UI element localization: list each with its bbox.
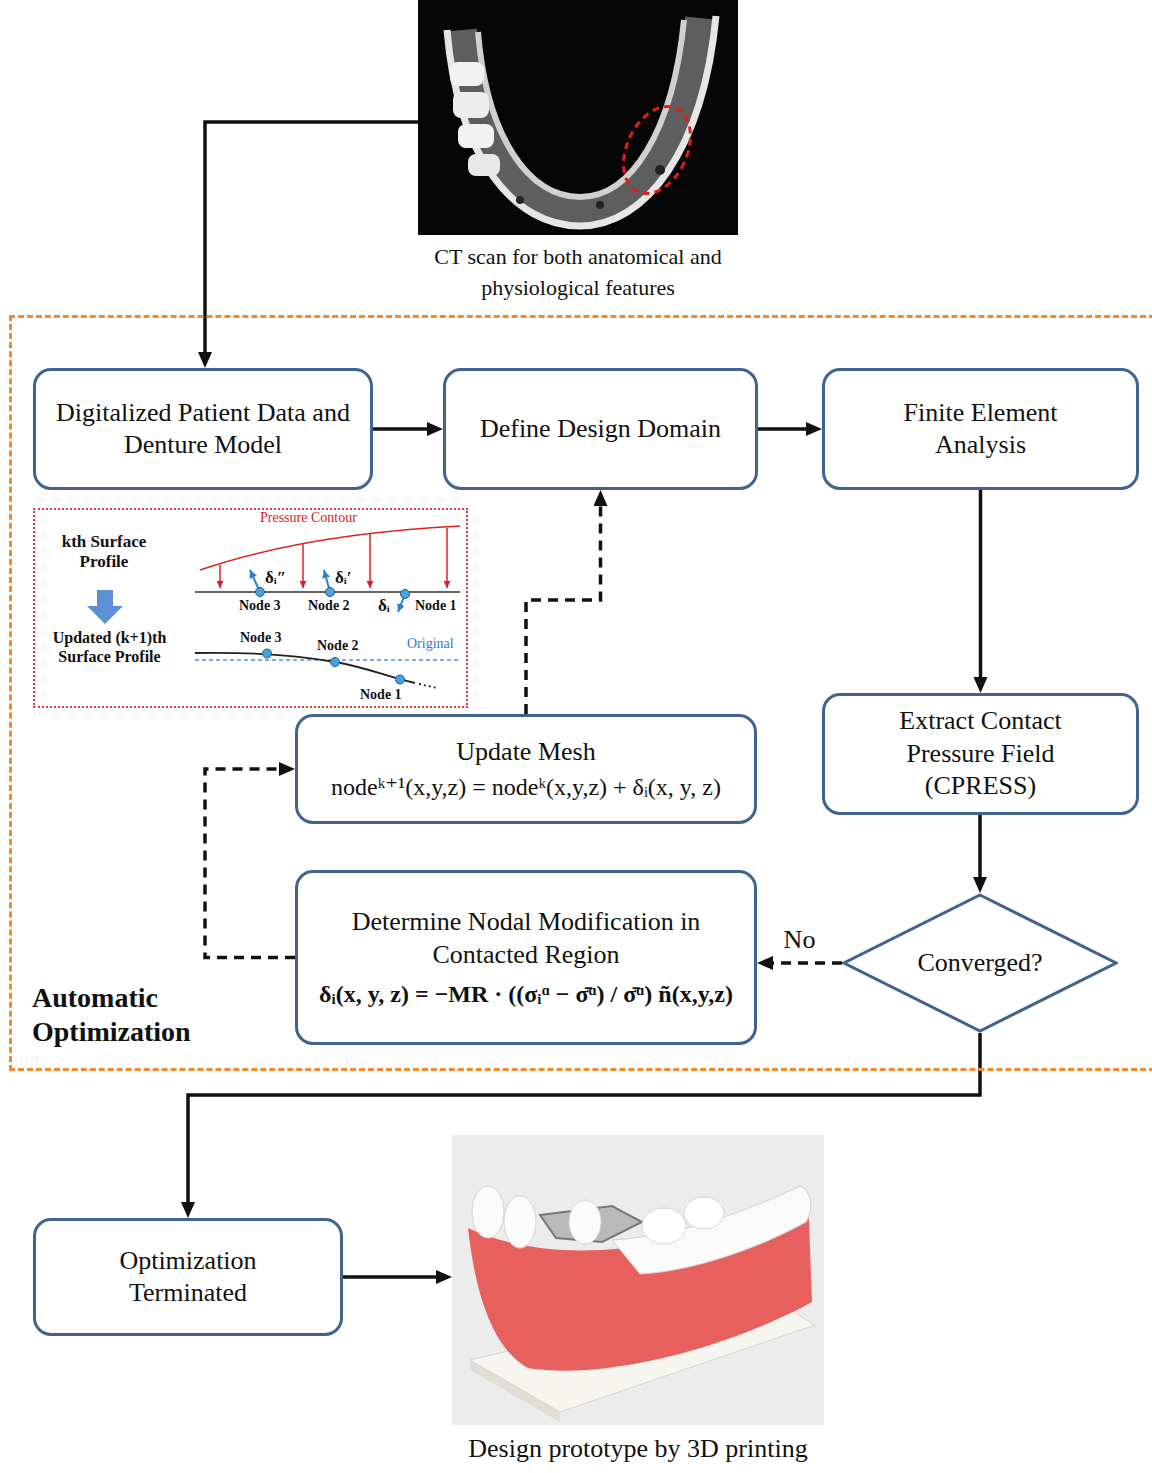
node-name: Node 3 (239, 598, 281, 615)
pressure-label: Pressure Contour (260, 510, 357, 527)
tooth (472, 1186, 504, 1238)
dashed-connector (205, 769, 295, 958)
ct-spot (516, 196, 524, 204)
tooth (569, 1200, 601, 1244)
prototype-figure: Design prototype by 3D printing (452, 1135, 824, 1473)
decision-label: Converged? (917, 947, 1042, 980)
process-box: Determine Nodal Modification in Contacte… (295, 870, 757, 1045)
ct-spot (655, 165, 665, 175)
dashed-connector (765, 961, 842, 965)
offset-label: δᵢ′ (335, 568, 352, 588)
profile-label: kth Surface Profile (39, 532, 169, 573)
pressure-arrow (219, 565, 221, 588)
mesh-node (401, 590, 410, 599)
diamond-shape (844, 895, 1116, 1031)
denture-tooth (684, 1197, 724, 1229)
ct-outer-cortex (447, 16, 716, 226)
process-label: Digitalized Patient Data and Denture Mod… (50, 397, 356, 462)
node-name: Node 3 (240, 630, 282, 647)
original-label: Original (407, 636, 454, 653)
terminal-box: Optimization Terminated (33, 1218, 343, 1336)
node-name: Node 1 (415, 598, 457, 615)
process-label: Determine Nodal Modification in Contacte… (310, 906, 742, 971)
mesh-node (263, 649, 272, 658)
node-name: Node 1 (360, 687, 402, 704)
pressure-arrow (446, 528, 448, 588)
mesh-node (396, 675, 405, 684)
decision-diamond: Converged? (842, 893, 1118, 1033)
process-box: Update Meshnodeᵏ⁺¹(x,y,z) = nodeᵏ(x,y,z)… (295, 714, 757, 824)
edge-label: No (780, 924, 820, 955)
ct-scan-image (418, 0, 738, 235)
ct-tooth (468, 154, 500, 176)
tooth (504, 1196, 536, 1248)
updated-surface-tail (419, 684, 437, 688)
connector-arrow (188, 1033, 980, 1210)
dashed-connector (526, 498, 601, 714)
photo-background (452, 1135, 824, 1425)
denture-base (612, 1186, 811, 1274)
process-box: Define Design Domain (443, 368, 758, 490)
node-name: Node 2 (308, 598, 350, 615)
process-label: Update Mesh (456, 736, 595, 769)
process-label: Define Design Domain (480, 413, 721, 446)
process-label: Extract Contact Pressure Field (CPRESS) (865, 705, 1096, 803)
optimization-region: Automatic Optimization Digitalized Patien… (12, 318, 1152, 1068)
process-box: Extract Contact Pressure Field (CPRESS) (822, 693, 1139, 815)
ct-tooth (450, 62, 484, 86)
mesh-node (256, 588, 265, 597)
connector-arrow (205, 122, 418, 360)
connector-arrow (978, 815, 982, 885)
connector-arrow (343, 1275, 444, 1279)
updated-surface (195, 653, 415, 683)
prototype-photo-image (452, 1135, 824, 1425)
formula: nodeᵏ⁺¹(x,y,z) = nodeᵏ(x,y,z) + δᵢ(x, y,… (331, 772, 721, 802)
ct-region-marker (610, 96, 703, 205)
offset-label: δᵢ″ (265, 568, 286, 588)
offset-label: δᵢ (378, 596, 390, 616)
process-label: Finite Element Analysis (865, 397, 1096, 462)
mesh-node (331, 658, 340, 667)
formula: δᵢ(x, y, z) = −MR · ((σᵢᵅ − σ̄ᵅ) / σ̄ᵅ) … (319, 979, 733, 1009)
figure-caption: CT scan for both anatomical and physiolo… (398, 242, 758, 304)
pressure-arrow (369, 534, 371, 588)
process-label: Optimization Terminated (66, 1245, 310, 1310)
profile-label: Updated (k+1)th Surface Profile (37, 628, 182, 666)
pressure-curve (200, 526, 460, 570)
ct-tooth (453, 92, 489, 118)
connector-arrow (979, 490, 983, 685)
connector-arrow (373, 427, 435, 431)
node-name: Node 2 (317, 638, 359, 655)
mesh-node (326, 588, 335, 597)
ct-scan-figure: CT scan for both anatomical and physiolo… (418, 0, 738, 305)
denture-tooth (642, 1208, 686, 1244)
process-box: Digitalized Patient Data and Denture Mod… (33, 368, 373, 490)
ct-tooth (458, 124, 494, 148)
region-label: Automatic Optimization (32, 981, 242, 1048)
ct-spot (596, 201, 604, 209)
ct-background (418, 0, 738, 235)
ct-inner-cortex (478, 20, 684, 197)
update-arrow (87, 590, 123, 624)
pressure-arrow (302, 544, 304, 588)
figure-caption: Design prototype by 3D printing (422, 1433, 854, 1464)
process-box: Finite Element Analysis (822, 368, 1139, 490)
connector-arrow (758, 427, 814, 431)
surface-profile-inset: Pressure Contour kth Surface Profile δᵢ″ δᵢ… (33, 508, 468, 708)
